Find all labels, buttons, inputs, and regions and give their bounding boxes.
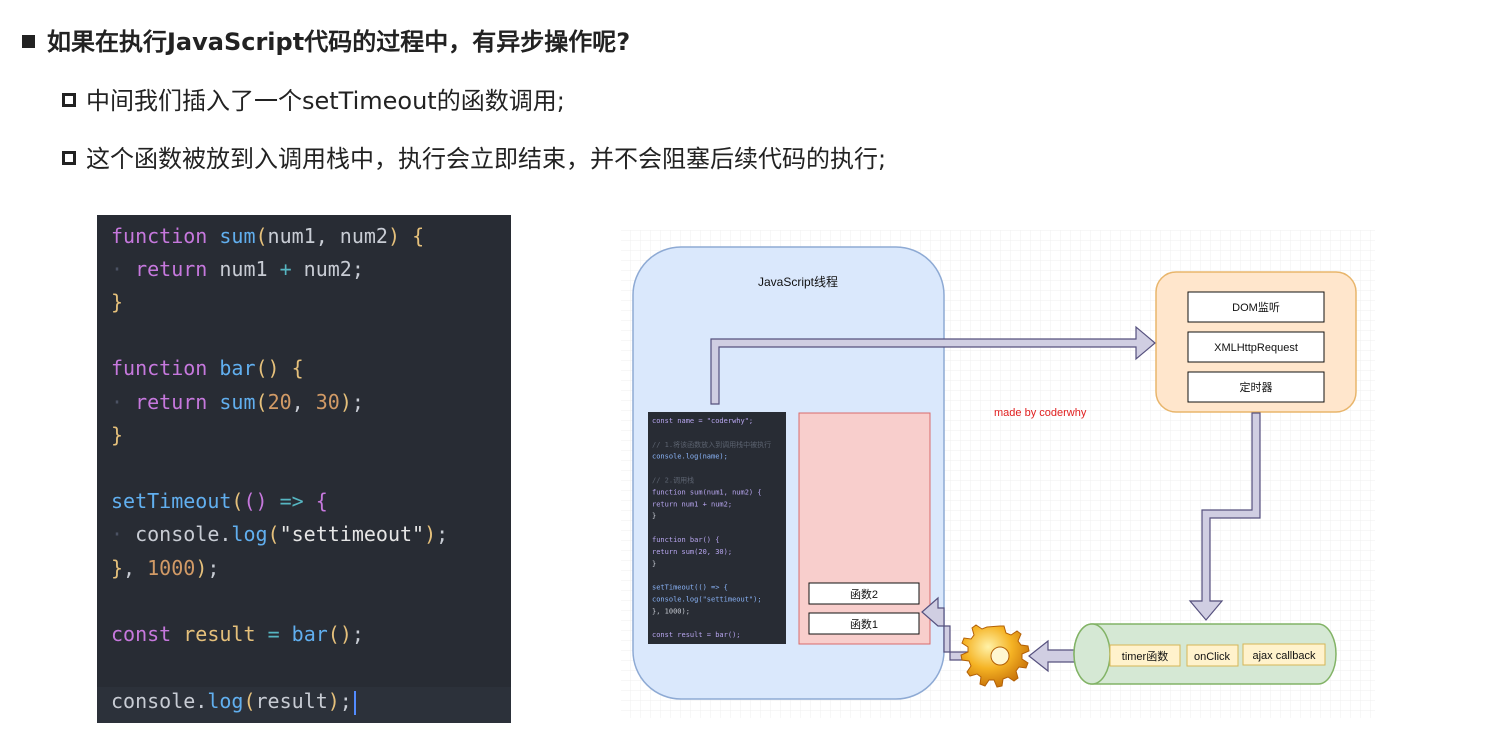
webapi-timer xyxy=(1187,371,1325,403)
mini-code-line: function sum(num1, num2) { xyxy=(652,488,762,496)
stack-frame-1-label: 函数1 xyxy=(850,618,878,631)
webapi-dom-listener xyxy=(1187,291,1325,323)
mini-code-line: console.log("settimeout"); xyxy=(652,596,762,604)
code-line-5: function bar() { xyxy=(111,356,304,380)
webapi-timer-label: 定时器 xyxy=(1240,380,1273,394)
queue-item-timer-label: timer函数 xyxy=(1122,650,1168,663)
js-thread-label: JavaScript线程 xyxy=(758,274,838,289)
code-line-7: } xyxy=(111,423,124,447)
mini-code-panel xyxy=(648,412,786,644)
queue-item-timer xyxy=(1109,644,1181,667)
arrow-to-queue xyxy=(1188,412,1261,621)
mini-code-line: } xyxy=(652,512,656,520)
code-line-11: }, 1000); xyxy=(111,556,220,580)
code-line-6: · return sum(20, 30); xyxy=(111,390,364,414)
queue-item-onclick-label: onClick xyxy=(1194,651,1231,663)
code-line-1: function sum(num1, num2) { xyxy=(111,224,425,248)
code-line-10: · console.log("settimeout"); xyxy=(111,522,449,546)
heading-text: 如果在执行JavaScript代码的过程中，有异步操作呢? xyxy=(47,28,631,56)
hollow-square-icon xyxy=(62,93,76,107)
mini-code-line: }, 1000); xyxy=(652,607,690,615)
mini-code: const name = "coderwhy"; // 1.将该函数放入到调用栈中… xyxy=(652,417,771,639)
arrow-to-web-apis xyxy=(710,325,1156,405)
page-heading: 如果在执行JavaScript代码的过程中，有异步操作呢? xyxy=(22,22,630,57)
webapi-xhr-label: XMLHttpRequest xyxy=(1214,342,1298,354)
stack-frame-2 xyxy=(808,582,920,605)
hollow-square-icon xyxy=(62,151,76,165)
bullet-item-2: 这个函数被放到入调用栈中，执行会立即结束，并不会阻塞后续代码的执行; xyxy=(62,139,886,174)
code-editor: function sum(num1, num2) { · return num1… xyxy=(97,215,511,723)
call-stack-box xyxy=(798,412,931,645)
mini-code-line: return sum(20, 30); xyxy=(652,548,732,556)
webapi-dom-label: DOM监听 xyxy=(1232,301,1280,314)
arrow-gear-to-stack xyxy=(921,596,976,661)
square-bullet-icon xyxy=(22,34,35,48)
mini-code-line: setTimeout(() => { xyxy=(652,584,728,592)
current-line-highlight xyxy=(97,687,511,723)
mini-code-line: const result = bar(); xyxy=(652,631,741,639)
queue-item-ajax xyxy=(1242,643,1326,666)
arrow-queue-to-gear xyxy=(1028,639,1076,673)
event-loop-gear-icon xyxy=(960,624,1030,688)
code-line-3: } xyxy=(111,290,124,314)
mini-code-line: function bar() { xyxy=(652,536,719,544)
bullet-text-1: 中间我们插入了一个setTimeout的函数调用; xyxy=(86,87,565,115)
stack-frame-1 xyxy=(808,612,920,635)
mini-code-line: // 2.调用栈 xyxy=(652,476,694,485)
mini-code-line: // 1.将该函数放入到调用栈中被执行 xyxy=(652,440,771,449)
code-line-2: · return num1 + num2; xyxy=(111,257,364,281)
queue-item-ajax-label: ajax callback xyxy=(1253,650,1316,662)
webapi-xhr xyxy=(1187,331,1325,363)
mini-code-line: console.log(name); xyxy=(652,453,728,461)
code-line-13: const result = bar(); xyxy=(111,622,364,646)
bullet-item-1: 中间我们插入了一个setTimeout的函数调用; xyxy=(62,81,565,116)
mini-code-line: const name = "coderwhy"; xyxy=(652,417,753,425)
bullet-text-2: 这个函数被放到入调用栈中，执行会立即结束，并不会阻塞后续代码的执行; xyxy=(86,145,887,173)
code-line-9: setTimeout(() => { xyxy=(111,489,328,513)
watermark: made by coderwhy xyxy=(994,407,1087,419)
code-line-15: console.log(result); xyxy=(111,685,356,718)
mini-code-line: } xyxy=(652,560,656,568)
queue-item-onclick xyxy=(1186,644,1239,667)
stack-frame-2-label: 函数2 xyxy=(850,588,878,601)
mini-code-line: return num1 + num2; xyxy=(652,500,732,508)
